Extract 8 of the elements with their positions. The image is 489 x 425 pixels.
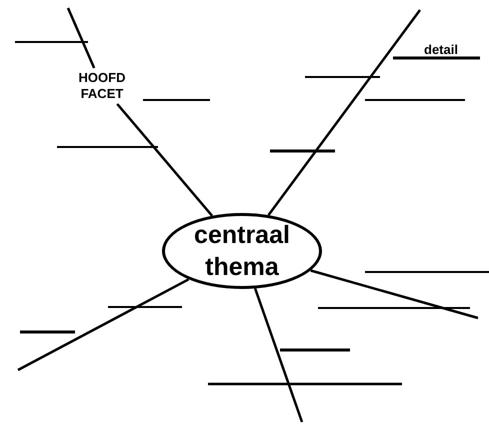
branch-line [254,288,304,422]
branch-line [310,269,478,320]
detail-label: detail [424,41,458,59]
branch-line [17,278,190,372]
branch-line [267,9,421,216]
branch-line [66,8,96,68]
central-topic-ellipse: centraal thema [162,213,322,289]
branch-label: HOOFD FACET [62,68,142,104]
